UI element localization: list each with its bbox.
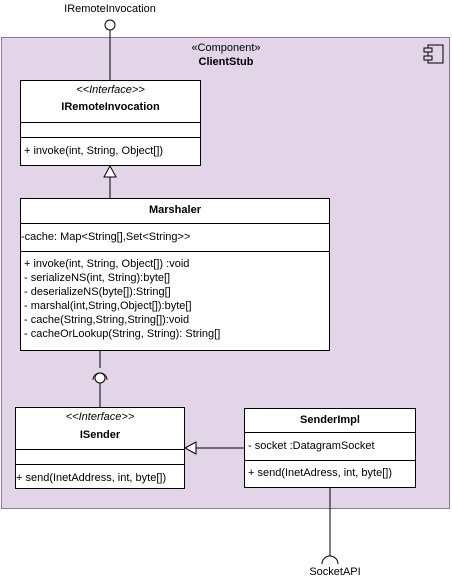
class-method: - serializeNS(int, String):byte[] (24, 272, 171, 284)
class-method: + invoke(int, String, Object[]) :void (24, 258, 190, 270)
class-senderimpl: SenderImpl - socket :DatagramSocket + se… (244, 408, 416, 488)
provided-interface-circle (104, 19, 116, 31)
class-divider (21, 137, 200, 138)
class-attribute: - socket :DatagramSocket (248, 440, 375, 452)
class-method: - cache(String,String,String[]):void (24, 314, 190, 326)
required-interface-socket (321, 555, 339, 565)
class-divider (21, 251, 329, 252)
class-stereotype: <<Interface>> (65, 411, 135, 423)
required-interface-label: SocketAPI (309, 566, 361, 578)
class-name: Marshaler (149, 204, 201, 216)
uml-component-icon (423, 44, 444, 64)
class-divider (16, 449, 184, 450)
class-attribute: -cache: Map<String[],Set<String>> (21, 231, 191, 243)
class-divider (21, 223, 329, 224)
class-name: ISender (79, 429, 121, 441)
class-method: + send(InetAdress, int, byte[]) (248, 467, 392, 479)
isender-ball (94, 372, 106, 384)
class-marshaler: Marshaler -cache: Map<String[],Set<Strin… (20, 198, 330, 351)
class-method: + invoke(int, String, Object[]) (24, 145, 164, 157)
class-method: - deserializeNS(byte[]):String[] (24, 286, 171, 298)
provided-interface-label: IRemoteInvocation (64, 3, 156, 15)
class-method: - cacheOrLookup(String, String): String[… (24, 328, 221, 340)
component-stereotype: «Component» (191, 42, 261, 54)
class-divider (21, 122, 200, 123)
class-method: - marshal(int,String,Object[]):byte[] (24, 300, 192, 312)
class-iremoteinvocation: <<Interface>> IRemoteInvocation + invoke… (20, 80, 201, 166)
realization-arrowhead-marshaler (103, 164, 117, 178)
class-name: IRemoteInvocation (61, 101, 160, 113)
component-name: ClientStub (198, 56, 254, 68)
class-isender: <<Interface>> ISender + send(InetAddress… (15, 407, 185, 489)
class-stereotype: <<Interface>> (76, 84, 145, 96)
class-divider (16, 464, 184, 465)
class-name: SenderImpl (300, 414, 360, 426)
class-divider (245, 460, 415, 461)
realization-arrowhead-senderimpl (183, 441, 197, 455)
class-divider (245, 432, 415, 433)
class-method: + send(InetAddress, int, byte[]) (16, 472, 167, 484)
